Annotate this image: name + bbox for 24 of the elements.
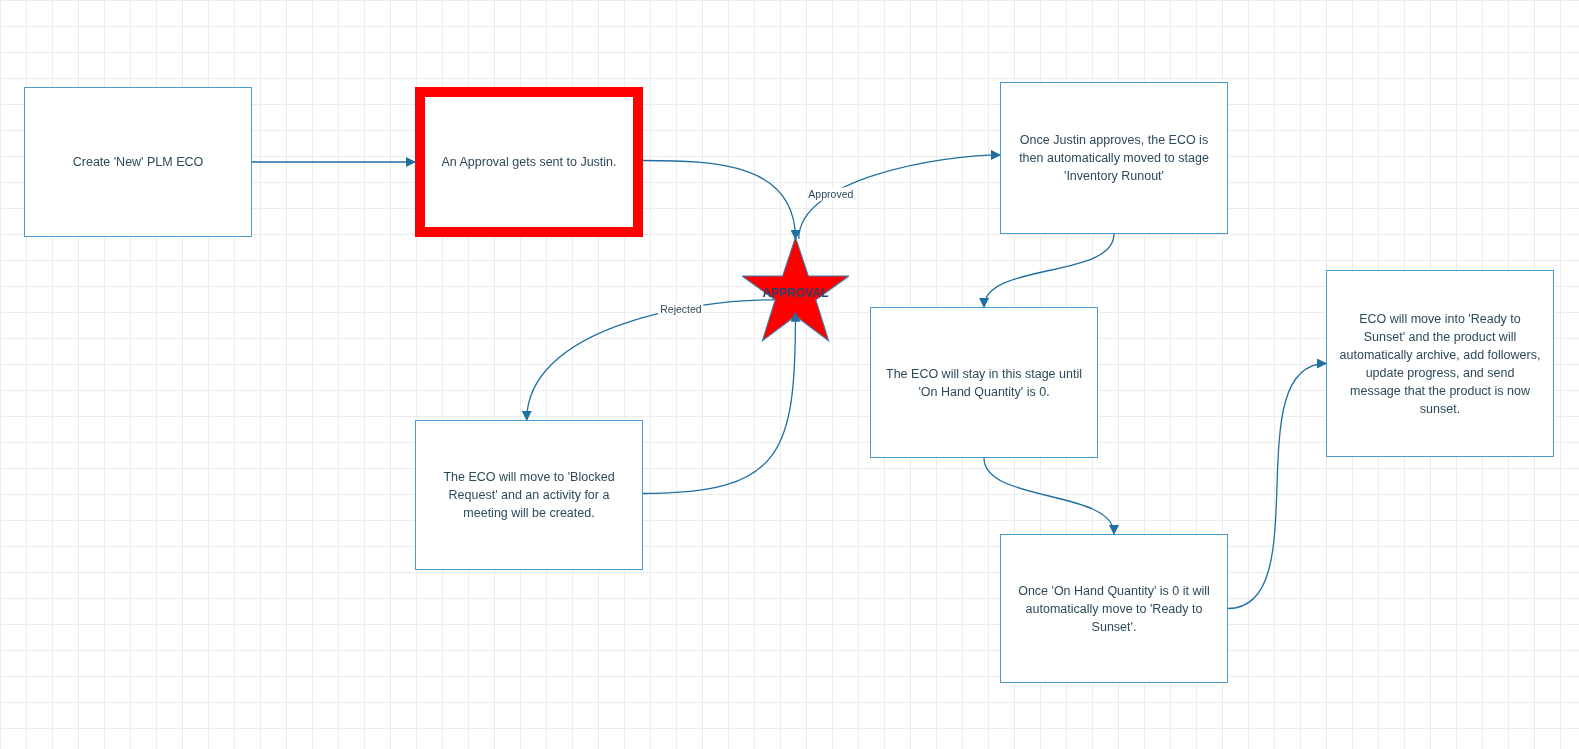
box-text: Once 'On Hand Quantity' is 0 it will automatically move to 'Ready to Sunset'. — [1017, 582, 1211, 636]
process-box — [415, 420, 643, 570]
arrow — [798, 150, 1001, 240]
box-text: ECO will move into 'Ready to Sunset' and the product will automatically archive, add followers, update progress, and send message that the product is now sunset. — [1339, 310, 1541, 418]
edge-label: Approved — [806, 187, 856, 201]
box-text: Create 'New' PLM ECO — [72, 154, 204, 171]
arrow — [642, 159, 800, 240]
box-text: Once Justin approves, the ECO is then automatically moved to stage 'Inventory Runout' — [1018, 132, 1210, 185]
arrow — [983, 457, 1117, 535]
arrow — [251, 157, 416, 167]
arrow — [981, 233, 1115, 308]
edge-label: Rejected — [658, 302, 704, 316]
box-text: The ECO will stay in this stage until 'On Hand Quantity' is 0. — [885, 365, 1083, 401]
process-box — [415, 87, 643, 237]
arrow — [642, 311, 801, 495]
star-label: APPROVAL — [762, 285, 829, 302]
process-box — [1326, 270, 1554, 457]
process-box — [870, 307, 1098, 458]
process-box — [1000, 82, 1228, 234]
process-box — [24, 87, 252, 237]
box-text: The ECO will move to 'Blocked Request' and an activity for a meeting will be created. — [442, 469, 616, 522]
arrow — [1227, 360, 1327, 610]
box-text: An Approval gets sent to Justin. — [441, 154, 617, 171]
process-box — [1000, 534, 1228, 683]
